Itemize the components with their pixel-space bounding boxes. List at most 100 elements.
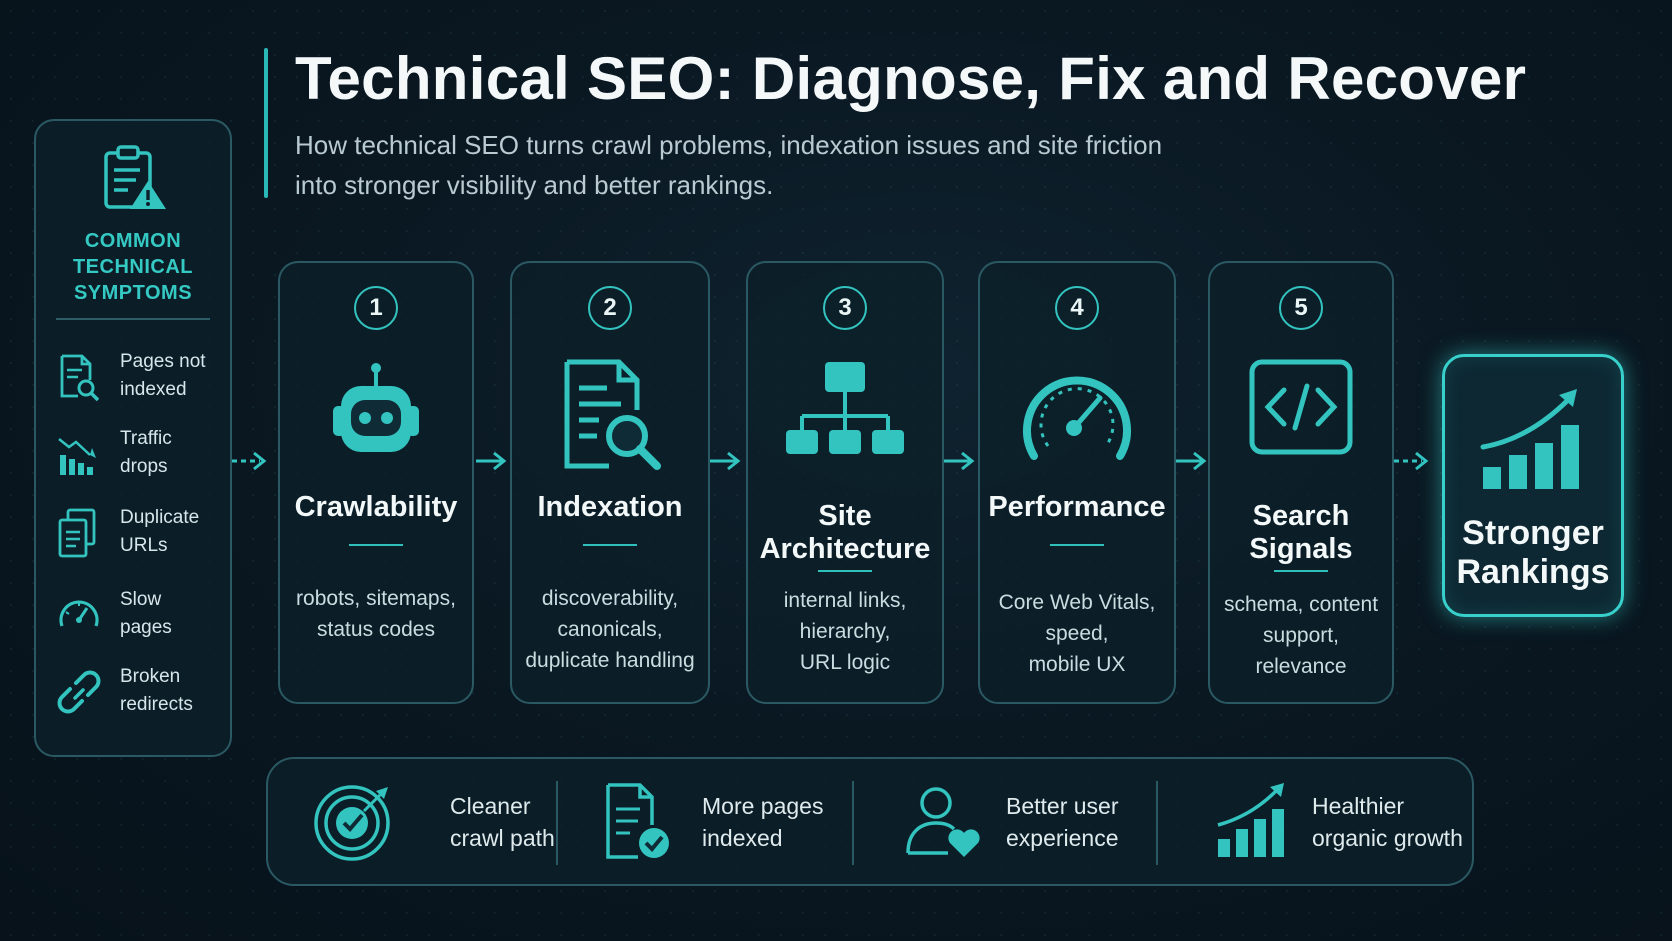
result-title: Stronger Rankings — [1445, 514, 1621, 592]
symptoms-card: COMMON TECHNICAL SYMPTOMS Pages not inde… — [34, 119, 232, 757]
step-title-line: Site — [818, 500, 872, 532]
target-check-icon — [314, 785, 390, 861]
step-description: discoverability, canonicals, duplicate h… — [518, 583, 702, 676]
outcome-separator — [556, 781, 558, 865]
symptom-label-line-2: drops — [120, 456, 168, 477]
symptom-item-traffic-drops: Traffic drops — [56, 424, 226, 484]
step-desc-line: canonicals, — [557, 618, 663, 641]
outcome-label-line-2: organic growth — [1312, 825, 1463, 851]
step-card-site-architecture: 3 Site Architecture internal links, hier… — [746, 261, 944, 704]
symptom-label-line-1: Pages not — [120, 351, 206, 372]
page-title: Technical SEO: Diagnose, Fix and Recover — [295, 45, 1527, 112]
step-divider — [818, 570, 872, 572]
step-desc-line: relevance — [1255, 655, 1347, 678]
step-title: Site Architecture — [748, 500, 942, 566]
step-divider — [583, 544, 637, 546]
result-title-line: Rankings — [1456, 553, 1610, 591]
outcome-label-line-2: indexed — [702, 825, 783, 851]
dashed-arrow-icon — [232, 451, 267, 471]
subtitle-line-1: How technical SEO turns crawl problems, … — [295, 130, 1163, 160]
step-number-badge: 5 — [1279, 286, 1323, 330]
outcome-label: Cleaner crawl path — [450, 790, 555, 854]
step-card-search-signals: 5 Search Signals schema, content support… — [1208, 261, 1394, 704]
step-desc-line: schema, content — [1223, 593, 1379, 616]
dashed-arrow-icon — [1394, 451, 1429, 471]
title-accent-bar — [264, 48, 268, 198]
symptom-label: Pages not indexed — [120, 348, 230, 404]
document-magnifier-icon — [564, 359, 661, 470]
step-title-line: Performance — [988, 491, 1166, 523]
document-search-icon — [60, 354, 100, 402]
step-title: Indexation — [512, 491, 708, 524]
step-desc-line: Core Web Vitals, — [998, 591, 1156, 614]
outcome-cleaner-crawl-path: Cleaner crawl path — [312, 759, 555, 884]
outcome-more-pages-indexed: More pages indexed — [598, 759, 838, 884]
document-check-icon — [606, 783, 669, 859]
step-title: Crawlability — [280, 491, 472, 524]
symptoms-title: COMMON TECHNICAL SYMPTOMS — [36, 228, 230, 306]
symptom-item-slow-pages: Slow pages — [56, 585, 226, 645]
step-description: Core Web Vitals, speed, mobile UX — [986, 587, 1168, 680]
outcome-label: Better user experience — [1006, 790, 1119, 854]
clipboard-warning-icon — [104, 145, 166, 209]
step-number-badge: 1 — [354, 286, 398, 330]
symptom-item-broken-redirects: Broken redirects — [56, 662, 226, 722]
step-desc-line: status codes — [317, 618, 435, 641]
symptom-item-pages-not-indexed: Pages not indexed — [56, 347, 226, 407]
step-card-indexation: 2 Indexation discoverability, canonicals… — [510, 261, 710, 704]
duplicate-documents-icon — [58, 508, 96, 558]
sitemap-hierarchy-icon — [786, 362, 904, 454]
arrow-right-icon — [710, 451, 741, 471]
step-number-badge: 3 — [823, 286, 867, 330]
symptoms-divider — [56, 318, 210, 320]
growth-chart-icon — [1217, 783, 1284, 857]
outcome-separator — [1156, 781, 1158, 865]
symptoms-title-line: COMMON — [84, 230, 182, 252]
step-description: internal links, hierarchy, URL logic — [754, 585, 936, 678]
broken-link-icon — [57, 670, 101, 714]
symptom-label-line-1: Slow — [120, 589, 162, 610]
step-title: Performance — [980, 491, 1174, 524]
subtitle-line-2: into stronger visibility and better rank… — [295, 170, 774, 200]
symptom-label: Duplicate URLs — [120, 504, 230, 560]
robot-icon — [333, 363, 419, 452]
step-desc-line: support, — [1263, 624, 1339, 647]
step-desc-line: robots, sitemaps, — [296, 587, 456, 610]
symptom-label: Slow pages — [120, 586, 230, 642]
outcome-separator — [852, 781, 854, 865]
symptom-label-line-1: Duplicate — [120, 507, 200, 528]
arrow-right-icon — [1176, 451, 1207, 471]
step-title: Search Signals — [1210, 500, 1392, 566]
symptom-label-line-1: Traffic — [120, 428, 172, 449]
step-card-performance: 4 Performance Core Web Vitals, speed, mo… — [978, 261, 1176, 704]
step-title-line: Architecture — [759, 533, 931, 565]
step-divider — [349, 544, 403, 546]
outcome-label: Healthier organic growth — [1312, 790, 1463, 854]
step-title-line: Signals — [1249, 533, 1353, 565]
arrow-right-icon — [944, 451, 975, 471]
symptom-label: Traffic drops — [120, 425, 230, 481]
outcomes-bar: Cleaner crawl path More pages indexed — [266, 757, 1474, 886]
result-title-line: Stronger — [1462, 514, 1604, 552]
rising-bar-chart-icon — [1480, 389, 1579, 489]
step-title-line: Indexation — [537, 491, 683, 523]
arrow-right-icon — [476, 451, 507, 471]
speedometer-icon — [59, 600, 99, 627]
step-divider — [1050, 544, 1104, 546]
outcome-label-line-1: More pages — [702, 793, 824, 819]
step-desc-line: hierarchy, — [799, 620, 891, 643]
outcome-healthier-organic-growth: Healthier organic growth — [1214, 759, 1464, 884]
outcome-label-line-1: Better user — [1006, 793, 1119, 819]
step-desc-line: internal links, — [783, 589, 907, 612]
outcome-label-line-2: crawl path — [450, 825, 555, 851]
traffic-drop-chart-icon — [58, 438, 96, 475]
symptom-label-line-1: Broken — [120, 666, 181, 687]
symptom-label-line-2: redirects — [120, 694, 193, 715]
symptom-item-duplicate-urls: Duplicate URLs — [56, 503, 226, 563]
symptom-label: Broken redirects — [120, 663, 230, 719]
step-number-badge: 4 — [1055, 286, 1099, 330]
step-desc-line: URL logic — [799, 651, 891, 674]
step-description: schema, content support, relevance — [1216, 589, 1386, 682]
step-divider — [1274, 570, 1328, 572]
outcome-label-line-1: Healthier — [1312, 793, 1405, 819]
